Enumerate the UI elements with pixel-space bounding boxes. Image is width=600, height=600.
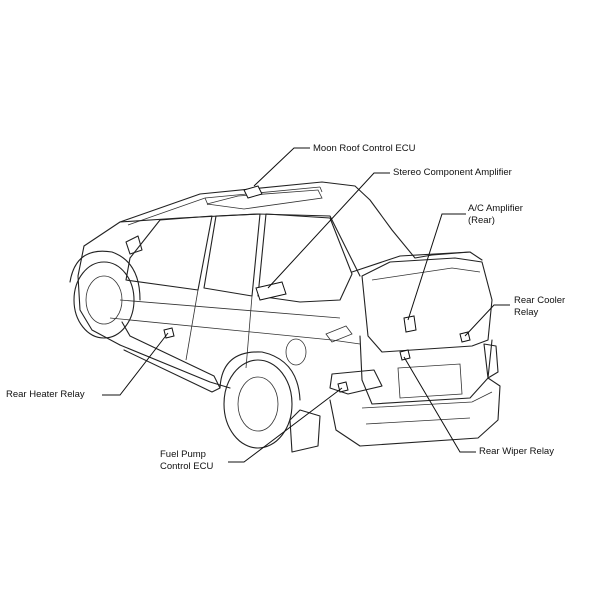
ac-amplifier-marker <box>403 315 417 333</box>
moon-roof-control-ecu-marker <box>243 185 263 199</box>
label-rear-heater-relay: Rear Heater Relay <box>6 389 85 400</box>
leader-fuel-pump <box>228 387 343 463</box>
leader-moon-roof <box>253 147 310 187</box>
label-ac-amplifier: A/C Amplifier (Rear) <box>468 203 523 227</box>
label-rear-cooler-relay-line2: Relay <box>514 307 539 318</box>
label-fuel-pump-line2: Control ECU <box>160 461 214 472</box>
label-rear-cooler-relay-line1: Rear Cooler <box>514 295 566 306</box>
rear-wiper-relay-marker <box>399 349 411 361</box>
label-ac-amplifier-line1: A/C Amplifier <box>468 203 523 214</box>
label-moon-roof-control-ecu: Moon Roof Control ECU <box>313 143 416 154</box>
stereo-amplifier-marker <box>255 281 287 301</box>
leader-rear-wiper <box>403 356 476 453</box>
leader-rear-heater <box>102 332 169 396</box>
rear-cooler-relay-marker <box>459 331 471 343</box>
label-rear-wiper-relay: Rear Wiper Relay <box>479 446 554 457</box>
label-rear-cooler-relay: Rear Cooler Relay <box>514 295 565 319</box>
label-fuel-pump-line1: Fuel Pump <box>160 449 206 460</box>
vehicle-body <box>69 181 501 453</box>
label-stereo-component-amplifier: Stereo Component Amplifier <box>393 167 512 178</box>
leader-lines <box>102 147 510 463</box>
label-ac-amplifier-line2: (Rear) <box>468 215 495 226</box>
label-fuel-pump-control-ecu: Fuel Pump Control ECU <box>160 449 213 473</box>
leader-rear-cooler <box>464 304 510 337</box>
leader-stereo-amp <box>267 172 390 289</box>
leader-ac-amp <box>407 213 466 321</box>
